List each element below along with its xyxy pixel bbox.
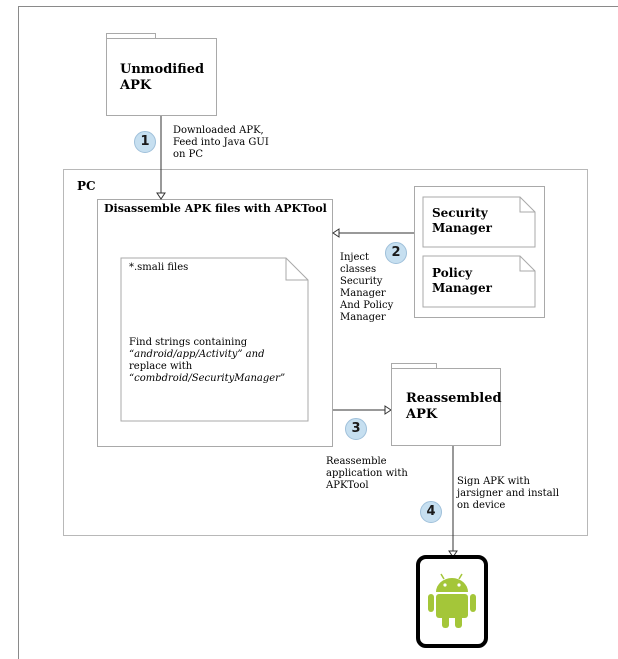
unmodified-apk-box <box>106 38 217 116</box>
policy-manager-label: Policy Manager <box>432 266 492 295</box>
smali-header: *.smali files <box>129 262 189 273</box>
smali-line-3: replace with <box>129 361 193 372</box>
reassembled-apk-label: Reassembled APK <box>406 391 502 422</box>
step-4-badge: 4 <box>420 501 442 523</box>
unmodified-apk-label: Unmodified APK <box>120 62 205 93</box>
step-2-text: Inject classes Security Manager And Poli… <box>340 252 394 323</box>
step-3-badge: 3 <box>345 418 367 440</box>
smali-line-2: “android/app/Activity” and <box>129 349 265 360</box>
security-manager-shape <box>422 196 536 248</box>
pc-label: PC <box>77 179 96 193</box>
smali-note-shape <box>120 257 309 422</box>
unmodified-apk-tab <box>106 33 156 38</box>
policy-manager-shape <box>422 255 536 308</box>
android-icon <box>428 573 476 628</box>
arrow-head-4 <box>448 550 458 558</box>
frame-left <box>18 6 19 659</box>
security-manager-label: Security Manager <box>432 206 492 235</box>
smali-line-4: “combdroid/SecurityManager” <box>129 373 286 384</box>
arrow-head-2 <box>332 228 340 238</box>
reassembled-apk-tab <box>391 363 437 368</box>
step-1-badge: 1 <box>134 131 156 153</box>
step-4-text: Sign APK with jarsigner and install on d… <box>457 476 560 511</box>
frame-top <box>18 6 618 7</box>
step-1-text: Downloaded APK, Feed into Java GUI on PC <box>173 125 269 160</box>
arrow-head-1 <box>156 192 166 200</box>
reassembled-apk-box <box>391 368 501 446</box>
step-3-text: Reassemble application with APKTool <box>326 456 408 491</box>
smali-line-1: Find strings containing <box>129 337 248 348</box>
arrow-head-3 <box>384 405 392 415</box>
classes-container <box>414 186 545 318</box>
disassemble-title: Disassemble APK files with APKTool <box>104 202 327 215</box>
step-2-badge: 2 <box>385 242 407 264</box>
